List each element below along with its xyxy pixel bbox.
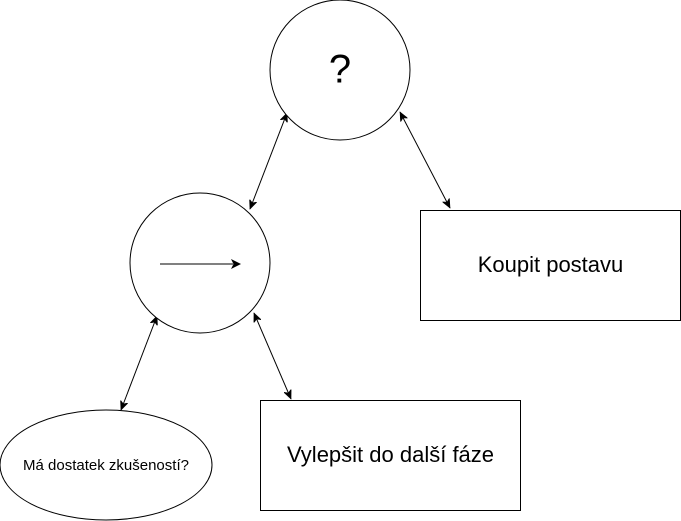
upgrade-phase-node-shape (260, 400, 521, 511)
enough-xp-condition-node: Má dostatek zkušeností? (0, 409, 213, 521)
buy-character-node-shape (420, 210, 681, 321)
sequence-node (129, 192, 271, 334)
buy-character-node: Koupit postavu (420, 210, 681, 321)
edge-sequence-to-enough-xp (121, 316, 157, 410)
upgrade-phase-node-label: Vylepšit do další fáze (287, 442, 494, 467)
edge-question-to-sequence (250, 113, 287, 209)
selector-node-label: ? (329, 48, 351, 92)
buy-character-node-label: Koupit postavu (478, 252, 624, 277)
edge-question-to-buy-character (399, 112, 451, 208)
selector-node: ? (269, 0, 411, 141)
sequence-node-shape (129, 192, 271, 334)
enough-xp-condition-node-shape (0, 409, 213, 521)
right-arrow-icon (160, 259, 241, 269)
edge-sequence-to-upgrade-phase (253, 313, 292, 399)
upgrade-phase-node: Vylepšit do další fáze (260, 400, 521, 511)
selector-node-shape (269, 0, 411, 141)
enough-xp-condition-node-label: Má dostatek zkušeností? (23, 457, 189, 474)
